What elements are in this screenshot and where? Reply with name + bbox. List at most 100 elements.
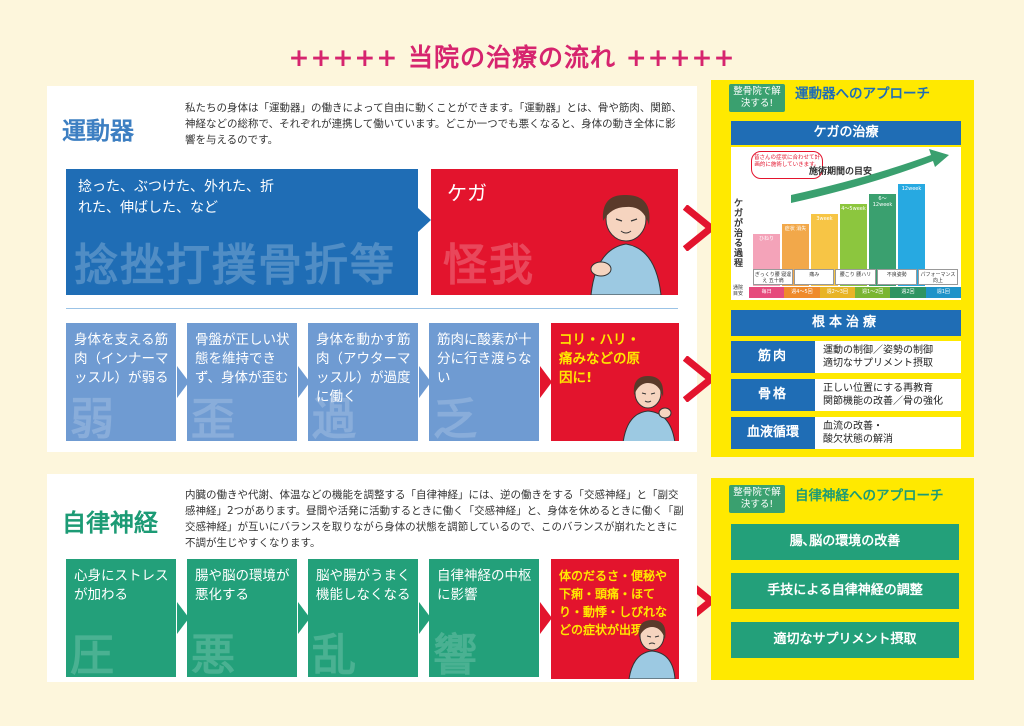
jiritsu-step: 自律神経の中枢に影響 響 bbox=[429, 559, 539, 677]
step-text: 身体を動かす筋肉（アウターマッスル）が過度に働く bbox=[316, 332, 411, 405]
step-ghost-kanji: 過 bbox=[312, 394, 356, 441]
arrow-right-icon bbox=[177, 366, 189, 398]
konpon-row-line: 適切なサプリメント摂取 bbox=[823, 358, 933, 369]
konpon-row-line: 運動の制御／姿勢の制御 bbox=[823, 345, 933, 356]
konpon-row-line: 血流の改善・ bbox=[823, 421, 883, 432]
jiritsu-approach-item: 適切なサプリメント摂取 bbox=[731, 622, 959, 658]
konpon-row-line: 関節機能の改善／骨の強化 bbox=[823, 396, 943, 407]
step-ghost-kanji: 弱 bbox=[70, 394, 114, 441]
result-text: コリ・ハリ・痛みなどの原因に! bbox=[559, 332, 640, 386]
undouki-step: 骨盤が正しい状態を維持できず、身体が歪む 歪 bbox=[187, 323, 297, 441]
jiritsu-result: 体のだるさ・便秘や下痢・頭痛・ほてり・動悸・しびれなどの症状が出現 bbox=[551, 559, 679, 679]
kega-kanji: 怪我 bbox=[443, 240, 535, 291]
chart-period: 週1〜2回 bbox=[854, 287, 891, 298]
arrow-right-icon bbox=[419, 366, 431, 398]
konpon-row-text: 血流の改善・酸欠状態の解消 bbox=[823, 420, 893, 446]
arrow-right-icon bbox=[418, 208, 431, 232]
chart-column-label: ひねり bbox=[758, 236, 774, 242]
shoulder-pain-woman-illustration bbox=[622, 376, 676, 441]
chart-period: 週2回 bbox=[890, 287, 926, 298]
undouki-description: 私たちの身体は「運動器」の働きによって自由に動くことができます。「運動器」とは、… bbox=[185, 102, 682, 146]
step-text: 腸や脳の環境が悪化する bbox=[195, 568, 290, 603]
kega-treatment-bar: ケガの治療 bbox=[731, 121, 961, 145]
solve-badge: 整骨院で解決する! bbox=[729, 485, 785, 513]
chart-period-row: 毎日 週4〜5回 週2〜3回 週1〜2回 週2回 週1回 bbox=[749, 287, 961, 298]
chart-period: 週4〜5回 bbox=[784, 287, 820, 298]
arrow-right-icon bbox=[540, 602, 552, 634]
step-text: 心身にストレスが加わる bbox=[74, 568, 169, 603]
konpon-row-label: 筋肉 bbox=[731, 341, 815, 373]
jiritsu-step: 心身にストレスが加わる 圧 bbox=[66, 559, 176, 677]
konpon-row: 骨格 正しい位置にする再教育関節機能の改善／骨の強化 bbox=[731, 379, 961, 411]
jiritsu-approach-title: 自律神経へのアプローチ bbox=[795, 488, 944, 504]
step-text: 身体を支える筋肉（インナーマッスル）が弱る bbox=[74, 332, 169, 386]
konpon-row-label: 骨格 bbox=[731, 379, 815, 411]
konpon-row-line: 酸欠状態の解消 bbox=[823, 434, 893, 445]
konpon-row-text: 運動の制御／姿勢の制御適切なサプリメント摂取 bbox=[823, 344, 933, 370]
konpon-treatment-bar: 根本治療 bbox=[731, 310, 961, 336]
chart-column-label: 12week bbox=[901, 186, 922, 192]
step-text: 脳や腸がうまく機能しなくなる bbox=[316, 568, 411, 603]
step-ghost-kanji: 圧 bbox=[70, 630, 114, 677]
jiritsu-step: 脳や腸がうまく機能しなくなる 乱 bbox=[308, 559, 418, 677]
kega-label: ケガ bbox=[447, 181, 487, 205]
konpon-row-line: 正しい位置にする再教育 bbox=[823, 383, 934, 394]
jiritsu-approach-item: 腸､脳の環境の改善 bbox=[731, 524, 959, 560]
step-text: 自律神経の中枢に影響 bbox=[437, 568, 532, 603]
treatment-period-chart: 皆さんの症状に合わせて計画的に施術していきます。 施術期間の目安 ケガが治る過程… bbox=[731, 147, 961, 300]
konpon-row: 血液循環 血流の改善・酸欠状態の解消 bbox=[731, 417, 961, 449]
konpon-row: 筋肉 運動の制御／姿勢の制御適切なサプリメント摂取 bbox=[731, 341, 961, 373]
chart-period: 週1回 bbox=[925, 287, 961, 298]
chart-column-label: 6〜12week bbox=[872, 196, 893, 208]
arrow-right-icon bbox=[540, 366, 552, 398]
chart-vertical-label: ケガが治る過程 bbox=[734, 199, 744, 269]
arrow-right-icon bbox=[298, 602, 310, 634]
injury-causes-text: 捻った、ぶつけた、外れた、折れた、伸ばした、など bbox=[78, 179, 274, 216]
undouki-result: コリ・ハリ・痛みなどの原因に! bbox=[551, 323, 679, 441]
result-text: 体のだるさ・便秘や下痢・頭痛・ほてり・動悸・しびれなどの症状が出現 bbox=[559, 569, 668, 637]
chart-stage-row: ぎっくり腰 寝違え 五十肩 痛み 腰こり 腰ハリ 不良姿勢 パフォーマンス向上 bbox=[753, 269, 959, 285]
step-text: 骨盤が正しい状態を維持できず、身体が歪む bbox=[195, 332, 290, 386]
step-ghost-kanji: 響 bbox=[433, 630, 477, 677]
arrow-right-icon bbox=[419, 602, 431, 634]
growth-arrow-icon bbox=[791, 149, 949, 203]
chart-stage: 腰こり 腰ハリ bbox=[835, 269, 876, 285]
step-ghost-kanji: 乱 bbox=[312, 630, 356, 677]
jiritsu-step: 腸や脳の環境が悪化する 悪 bbox=[187, 559, 297, 677]
chart-period: 毎日 bbox=[749, 287, 785, 298]
undouki-step: 筋肉に酸素が十分に行き渡らない 乏 bbox=[429, 323, 539, 441]
step-text: 筋肉に酸素が十分に行き渡らない bbox=[437, 332, 532, 386]
unwell-woman-illustration bbox=[628, 620, 676, 679]
solve-badge: 整骨院で解決する! bbox=[729, 84, 785, 112]
jiritsu-approach-item: 手技による自律神経の調整 bbox=[731, 573, 959, 609]
chart-stage: パフォーマンス向上 bbox=[917, 269, 959, 285]
arrow-right-icon bbox=[298, 366, 310, 398]
chart-period: 週2〜3回 bbox=[819, 287, 855, 298]
konpon-row-text: 正しい位置にする再教育関節機能の改善／骨の強化 bbox=[823, 382, 943, 408]
chart-title: 施術期間の目安 bbox=[809, 167, 873, 177]
chart-visit-label: 通院目安 bbox=[733, 285, 744, 297]
step-ghost-kanji: 悪 bbox=[191, 630, 235, 677]
jiritsu-description: 内臓の働きや代謝、体温などの機能を調整する「自律神経」には、逆の働きをする「交感… bbox=[185, 489, 684, 549]
chart-stage: 不良姿勢 bbox=[876, 269, 917, 285]
chart-column-label: 3week bbox=[816, 216, 833, 222]
step-ghost-kanji: 乏 bbox=[433, 394, 477, 441]
page-title: +++++ 当院の治療の流れ +++++ bbox=[288, 43, 736, 72]
chart-stage: ぎっくり腰 寝違え 五十肩 bbox=[753, 269, 794, 285]
undouki-step: 身体を支える筋肉（インナーマッスル）が弱る 弱 bbox=[66, 323, 176, 441]
undouki-label: 運動器 bbox=[62, 117, 134, 145]
divider bbox=[66, 308, 678, 309]
injured-woman-illustration bbox=[590, 194, 662, 295]
chart-bubble: 皆さんの症状に合わせて計画的に施術していきます。 bbox=[751, 151, 823, 179]
undouki-approach-title: 運動器へのアプローチ bbox=[795, 86, 930, 102]
jiritsu-label: 自律神経 bbox=[62, 509, 158, 537]
konpon-row-label: 血液循環 bbox=[731, 417, 815, 449]
injury-causes-box: 捻った、ぶつけた、外れた、折れた、伸ばした、など 捻挫打撲骨折等 bbox=[66, 169, 418, 295]
undouki-step: 身体を動かす筋肉（アウターマッスル）が過度に働く 過 bbox=[308, 323, 418, 441]
step-ghost-kanji: 歪 bbox=[191, 394, 235, 441]
kega-box: ケガ 怪我 bbox=[431, 169, 678, 295]
chart-column-label: 症状 消失 bbox=[784, 226, 807, 232]
chart-column-label: 4〜5week bbox=[841, 206, 866, 212]
chart-stage: 痛み bbox=[794, 269, 835, 285]
arrow-right-icon bbox=[177, 602, 189, 634]
